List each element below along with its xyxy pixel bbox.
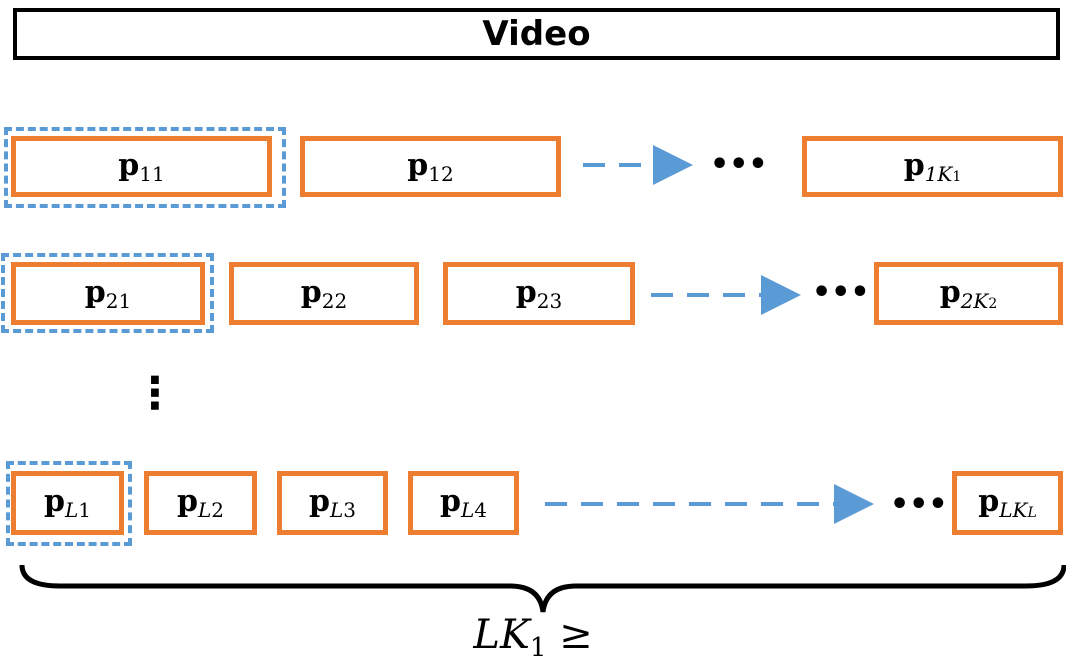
segment-p23: p23 [443,262,635,325]
segment-p21: p21 [11,262,205,325]
segment-label: p1K1 [903,147,962,186]
segment-label: p12 [407,147,454,186]
segment-label: pL2 [177,484,224,522]
video-title: Video [482,14,591,54]
row-2-ellipsis: ••• [812,275,870,310]
segment-label: p11 [118,147,165,186]
row-3-ellipsis: ••• [890,487,948,522]
segment-p11: p11 [11,136,272,197]
selected-segment-outline-row-3 [6,461,132,546]
segment-label: p22 [300,274,348,313]
segment-label: p2K2 [939,274,998,313]
row-1-ellipsis: ••• [710,147,768,182]
length-formula: LK1 ≥ [473,612,593,663]
segment-pL2: pL2 [144,471,257,535]
segment-p22: p22 [229,262,419,325]
segment-p12: p12 [300,136,561,197]
segment-label: pL4 [440,484,487,522]
video-bar: Video [13,8,1060,60]
segment-pL4: pL4 [408,471,519,535]
segment-p1K1: p1K1 [802,136,1063,197]
segment-pL1: pL1 [11,471,124,535]
segment-label: p23 [515,274,563,313]
segment-pL3: pL3 [277,471,388,535]
selected-segment-outline-row-2 [1,253,214,333]
segment-label: p21 [84,274,132,313]
segment-label: pLKL [978,484,1037,522]
segment-pLKL: pLKL [952,471,1063,535]
segment-p2K2: p2K2 [874,262,1063,325]
selected-segment-outline-row-1 [4,127,286,208]
segment-label: pL1 [44,484,91,522]
vertical-ellipsis: ⋮ [133,368,177,419]
bottom-brace [19,564,1066,613]
segment-label: pL3 [309,484,356,522]
